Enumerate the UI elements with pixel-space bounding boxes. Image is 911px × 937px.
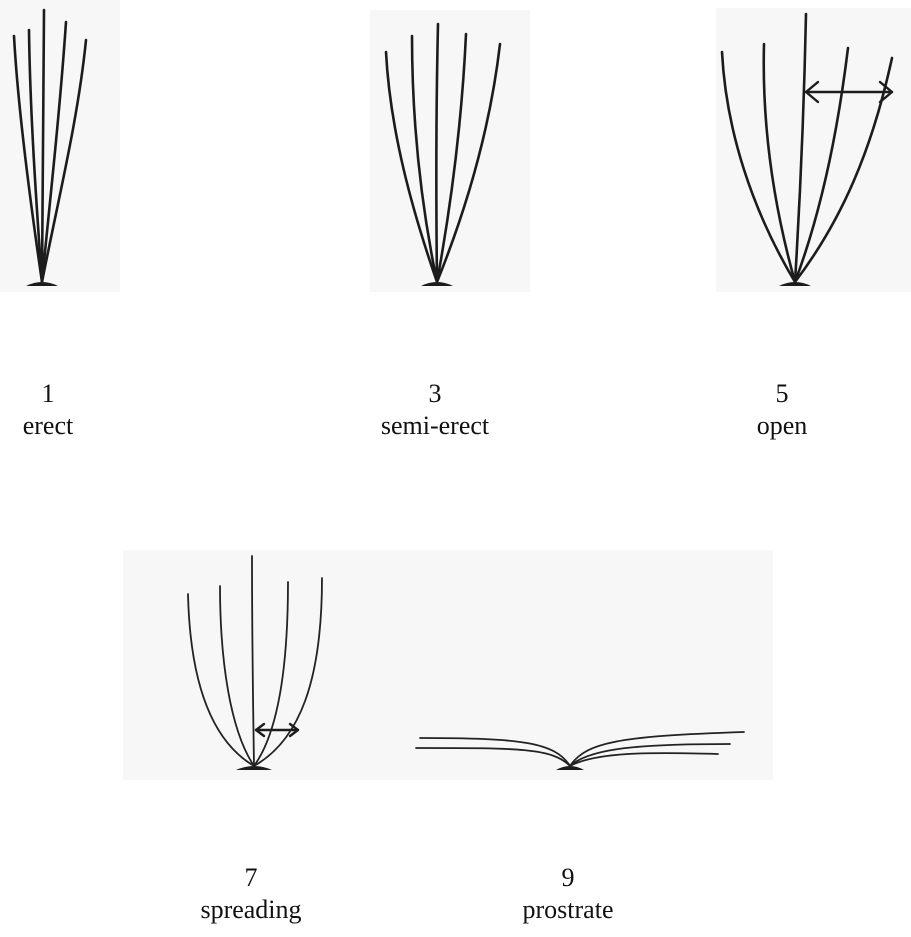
- prostrate-caption: 9 prostrate: [468, 862, 668, 926]
- semi-erect-label: semi-erect: [335, 410, 535, 442]
- open-sketch-background: [716, 8, 911, 292]
- spreading-label: spreading: [151, 894, 351, 926]
- prostrate-label: prostrate: [468, 894, 668, 926]
- open-caption: 5 open: [682, 378, 882, 442]
- erect-label: erect: [0, 410, 148, 442]
- prostrate-score: 9: [468, 862, 668, 894]
- erect-score: 1: [0, 378, 148, 410]
- spreading-caption: 7 spreading: [151, 862, 351, 926]
- semi-erect-caption: 3 semi-erect: [335, 378, 535, 442]
- semi-erect-score: 3: [335, 378, 535, 410]
- erect-caption: 1 erect: [0, 378, 148, 442]
- spreading-score: 7: [151, 862, 351, 894]
- erect-sketch-background: [0, 0, 120, 292]
- open-score: 5: [682, 378, 882, 410]
- open-label: open: [682, 410, 882, 442]
